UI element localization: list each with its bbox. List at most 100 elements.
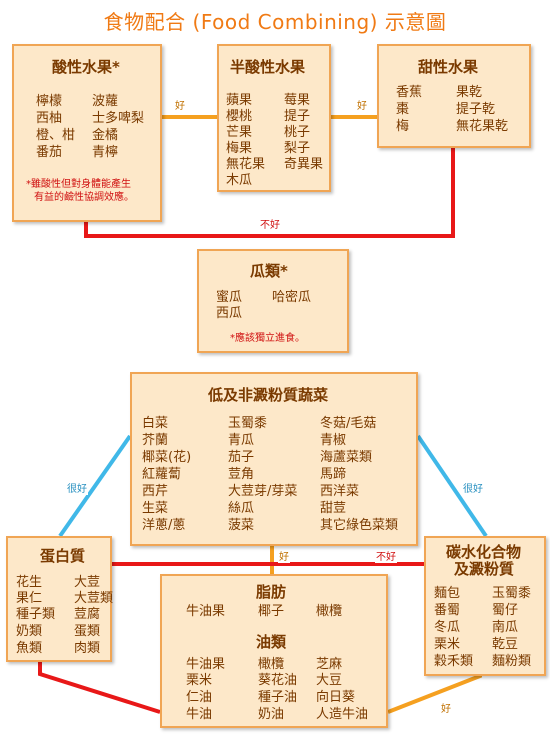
sweet-fruit-box — [377, 44, 531, 148]
protein-item: 荳腐 — [74, 607, 101, 622]
semi-item: 芒果 — [226, 125, 253, 140]
veg-item: 冬菇/毛菇 — [320, 416, 377, 431]
fat-title: 脂肪 — [256, 583, 287, 601]
oil-item: 向日葵 — [316, 690, 356, 705]
veg-item: 玉蜀黍 — [228, 416, 268, 431]
acid-item: 波蘿 — [92, 94, 119, 109]
veg-item: 西芹 — [142, 484, 169, 499]
acid-sweet-line — [84, 147, 455, 238]
veg-item: 西洋菜 — [320, 484, 360, 499]
semi-item: 提子 — [284, 109, 311, 124]
protein-fat-line — [38, 662, 161, 714]
protein-item: 大荳 — [74, 575, 101, 590]
acid-note-line2: 有益的鹼性協調效應。 — [34, 192, 134, 203]
semi-item: 梨子 — [284, 141, 311, 156]
oil-subtitle: 油類 — [256, 633, 287, 651]
protein-item: 種子類 — [16, 607, 56, 622]
protein-item: 果仁 — [16, 591, 43, 606]
oil-item: 栗米 — [186, 673, 213, 688]
fat-item: 椰子 — [258, 604, 285, 619]
protein-title: 蛋白質 — [40, 547, 86, 565]
acid-sweet-label: 不好 — [259, 216, 281, 231]
protein-item: 肉類 — [74, 641, 101, 656]
veg-protein-line — [58, 434, 132, 538]
carb-item: 麵包 — [434, 586, 461, 601]
protein-item: 蛋類 — [74, 624, 101, 639]
carb-box — [424, 536, 546, 676]
semi-item: 蘋果 — [226, 93, 253, 108]
acid-item: 西柚 — [36, 111, 63, 126]
veg-item: 海蘆菜類 — [320, 450, 373, 465]
veg-item: 椰菜(花) — [142, 450, 192, 465]
carb-title-line1: 碳水化合物 — [446, 543, 522, 561]
acid-fruit-title: 酸性水果* — [52, 58, 120, 76]
protein-item: 大荳類 — [74, 591, 114, 606]
sweet-item: 無花果乾 — [456, 119, 509, 134]
melon-item: 哈密瓜 — [272, 290, 312, 305]
oil-item: 種子油 — [258, 690, 298, 705]
oil-item: 橄欖 — [258, 657, 285, 672]
carb-item: 南瓜 — [492, 620, 519, 635]
protein-item: 奶類 — [16, 624, 43, 639]
protein-box — [6, 536, 112, 662]
veg-item: 芥蘭 — [142, 433, 169, 448]
oil-item: 芝麻 — [316, 657, 343, 672]
veg-protein-label: 很好 — [66, 480, 88, 495]
veg-fat-label: 好 — [278, 548, 290, 563]
vegetable-box — [130, 372, 418, 546]
carb-item: 番蜀 — [434, 603, 461, 618]
sweet-fruit-title: 甜性水果 — [418, 58, 479, 76]
fat-box — [160, 574, 388, 728]
veg-item: 荳角 — [228, 467, 255, 482]
oil-item: 奶油 — [258, 707, 285, 722]
acid-note-line1: *雖酸性但對身體能產生 — [26, 179, 131, 190]
fat-carb-label: 好 — [440, 700, 452, 715]
vegetable-title: 低及非澱粉質蔬菜 — [208, 386, 329, 404]
sweet-item: 棗 — [396, 102, 410, 117]
acid-semi-label: 好 — [174, 97, 186, 112]
veg-item: 絲瓜 — [228, 501, 255, 516]
fat-item: 橄欖 — [316, 604, 343, 619]
veg-item: 紅蘿蔔 — [142, 467, 182, 482]
carb-item: 乾豆 — [492, 637, 519, 652]
semi-item: 桃子 — [284, 125, 311, 140]
melon-note: *應該獨立進食。 — [230, 333, 305, 344]
veg-item: 青瓜 — [228, 433, 255, 448]
veg-item: 大荳芽/芽菜 — [228, 484, 298, 499]
carb-item: 穀禾類 — [434, 654, 474, 669]
melon-box — [197, 249, 349, 353]
veg-item: 其它綠色菜類 — [320, 518, 399, 533]
acid-item: 士多啤梨 — [92, 111, 145, 126]
semi-item: 無花果 — [226, 157, 266, 172]
carb-item: 玉蜀黍 — [492, 586, 532, 601]
fat-item: 牛油果 — [186, 604, 226, 619]
oil-item: 人造牛油 — [316, 707, 369, 722]
carb-item: 蜀仔 — [492, 603, 519, 618]
oil-item: 牛油果 — [186, 657, 226, 672]
protein-carb-label: 不好 — [375, 548, 397, 563]
acid-item: 青檸 — [92, 145, 119, 160]
semi-item: 莓果 — [284, 93, 311, 108]
acid-item: 檸檬 — [36, 94, 63, 109]
semi-acid-fruit-box — [217, 44, 331, 192]
veg-carb-label: 很好 — [462, 480, 484, 495]
protein-item: 花生 — [16, 575, 43, 590]
oil-item: 牛油 — [186, 707, 213, 722]
semi-acid-fruit-title: 半酸性水果 — [230, 58, 306, 76]
semi-item: 木瓜 — [226, 173, 253, 188]
sweet-item: 果乾 — [456, 85, 483, 100]
carb-title-line2: 及澱粉質 — [454, 560, 515, 578]
veg-item: 白菜 — [142, 416, 169, 431]
semi-item: 櫻桃 — [226, 109, 253, 124]
acid-fruit-box — [12, 44, 162, 222]
carb-item: 冬瓜 — [434, 620, 461, 635]
acid-item: 橙、柑 — [36, 128, 76, 143]
veg-item: 甜荳 — [320, 501, 347, 516]
semi-item: 梅果 — [226, 141, 253, 156]
veg-item: 生菜 — [142, 501, 169, 516]
diagram-title: 食物配合 (Food Combining) 示意圖 — [103, 10, 447, 34]
oil-item: 大豆 — [316, 673, 343, 688]
sweet-item: 梅 — [396, 119, 410, 134]
semi-item: 奇異果 — [284, 157, 324, 172]
